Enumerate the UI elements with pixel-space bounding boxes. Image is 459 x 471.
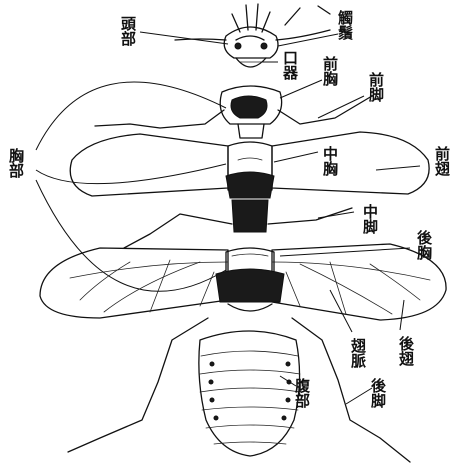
label-hindwing: 後翅 bbox=[397, 335, 415, 367]
label-head: 頭部 bbox=[119, 16, 137, 47]
label-group: 頭部 觸鬚 口器 前胸 前脚 胸部 中胸 前翅 中脚 後胸 翅脈 後翅 腹部 後… bbox=[7, 9, 451, 409]
abdomen-segment bbox=[199, 331, 300, 456]
label-mesothorax: 中胸 bbox=[321, 145, 339, 177]
label-antenna: 觸鬚 bbox=[336, 9, 354, 41]
label-prothorax: 前胸 bbox=[321, 55, 339, 87]
head-segment bbox=[175, 4, 330, 67]
label-metathorax: 後胸 bbox=[415, 229, 433, 261]
label-wing-vein: 翅脈 bbox=[349, 337, 367, 369]
label-abdomen: 腹部 bbox=[293, 377, 311, 409]
label-mouthparts: 口器 bbox=[281, 50, 299, 81]
label-thorax: 胸部 bbox=[7, 147, 25, 179]
label-foreleg: 前脚 bbox=[367, 71, 385, 103]
label-midleg: 中脚 bbox=[361, 203, 379, 235]
label-hindleg: 後脚 bbox=[369, 377, 387, 409]
label-forewing: 前翅 bbox=[433, 145, 451, 177]
